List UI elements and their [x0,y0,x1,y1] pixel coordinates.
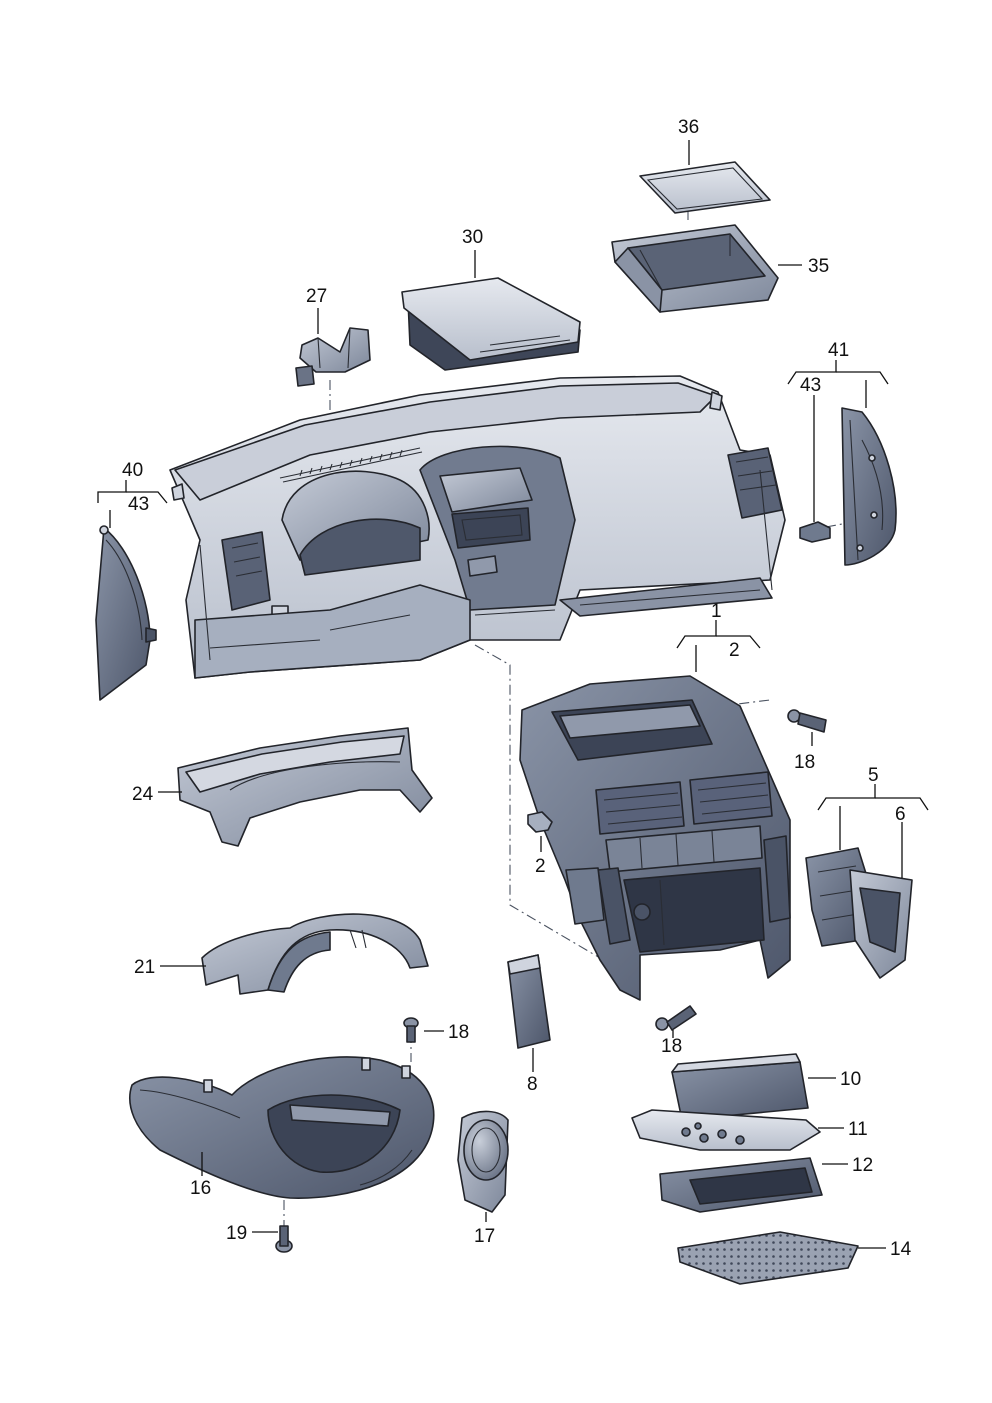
part-35-storage-tray [611,224,779,313]
part-27-bracket [295,327,371,387]
callout-5: 5 [868,765,879,786]
leader-lines [97,140,929,1249]
callout-16: 16 [190,1178,211,1199]
part-24-dash-trim [177,727,433,847]
callout-14: 14 [890,1239,912,1260]
callout-24: 24 [132,784,154,805]
screw-19 [275,1225,293,1253]
callout-2: 2 [535,856,546,877]
dashboard-main-panel [169,375,786,679]
callout-18-upper: 18 [794,752,815,773]
part-16-lower-column-trim [129,1056,435,1199]
screw-18-column [403,1017,419,1043]
callout-41: 41 [828,340,849,361]
part-14-mat [677,1231,859,1285]
callout-35: 35 [808,256,829,277]
callout-12: 12 [852,1155,873,1176]
part-11-mounting-plate [631,1109,821,1151]
callout-18-column: 18 [448,1022,469,1043]
callout-labels: 36 35 30 27 40 43 41 43 1 2 18 24 5 6 2 … [122,117,912,1260]
callout-40: 40 [122,460,143,481]
callout-6: 6 [895,804,906,825]
callout-10: 10 [840,1069,861,1090]
callout-18-lower: 18 [661,1036,682,1057]
part-41-right-end-cap [841,407,897,566]
part-10-blank-cover [671,1053,809,1121]
callout-43-right: 43 [800,375,821,396]
callout-30: 30 [462,227,483,248]
part-30-top-cover [401,277,581,371]
part-12-storage-box [659,1157,823,1213]
part-6-side-insert [849,869,913,979]
part-43-clip-right [799,521,831,543]
part-40-left-end-cap [95,525,157,701]
callout-17: 17 [474,1226,495,1247]
callout-36: 36 [678,117,699,138]
part-2-clip [527,811,553,833]
callout-43-left: 43 [128,494,149,515]
screw-18-lower [655,1005,697,1031]
part-1-center-console [519,675,791,1001]
callout-27: 27 [306,286,327,307]
part-21-upper-column-trim [201,913,429,995]
defroster-slots [299,449,403,477]
part-36-cover-plate [639,161,771,214]
callout-2-bracket: 2 [729,640,740,661]
callout-21: 21 [134,957,155,978]
screw-18-upper [787,709,827,733]
callout-1: 1 [711,601,722,622]
callout-19: 19 [226,1223,247,1244]
callout-11: 11 [848,1119,868,1140]
part-17-round-cover [457,1110,509,1213]
part-8-insert [507,954,551,1049]
callout-8: 8 [527,1074,538,1095]
